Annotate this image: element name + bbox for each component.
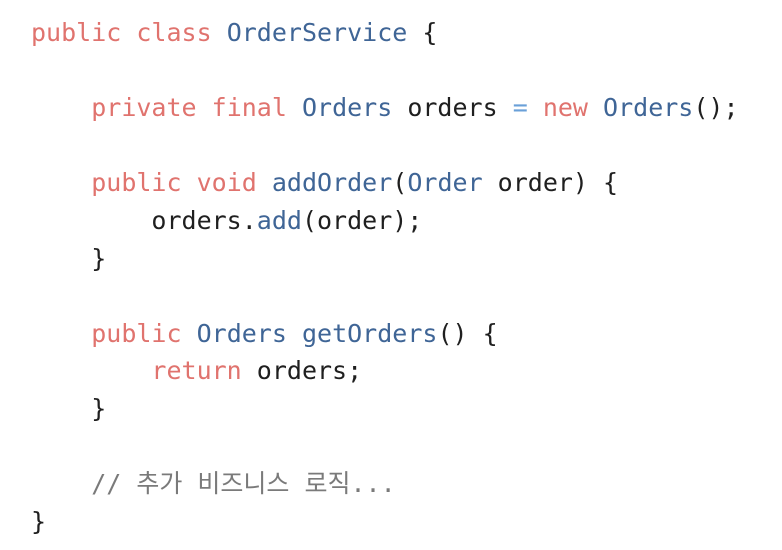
code-identifier: getOrders bbox=[301, 318, 438, 348]
code-keyword: return bbox=[151, 356, 242, 386]
code-identifier: addOrder bbox=[271, 168, 393, 198]
code-line bbox=[31, 127, 776, 165]
code-line: public class OrderService { bbox=[31, 14, 776, 52]
code-line bbox=[31, 277, 776, 315]
code-keyword: public bbox=[31, 18, 122, 47]
code-keyword: public bbox=[91, 168, 182, 198]
code-type: OrderService bbox=[226, 18, 408, 47]
code-text bbox=[257, 168, 272, 197]
code-type: Orders bbox=[301, 93, 393, 123]
code-text bbox=[212, 18, 227, 47]
code-keyword: new bbox=[542, 93, 588, 123]
code-text: orders; bbox=[241, 356, 363, 386]
code-operator: = bbox=[512, 93, 528, 123]
code-line bbox=[31, 52, 776, 90]
code-text bbox=[31, 356, 151, 385]
code-text: } bbox=[31, 393, 107, 423]
code-text bbox=[31, 469, 91, 498]
code-text: order) { bbox=[482, 168, 619, 198]
code-keyword: class bbox=[136, 18, 212, 47]
code-text: orders. bbox=[31, 205, 257, 235]
code-line: orders.add(order); bbox=[31, 202, 776, 240]
code-text bbox=[287, 319, 302, 348]
code-keyword: void bbox=[196, 168, 257, 198]
code-text bbox=[182, 168, 197, 197]
code-text bbox=[31, 93, 91, 122]
code-line: } bbox=[31, 503, 776, 541]
code-line bbox=[31, 428, 776, 466]
code-text: } bbox=[31, 506, 47, 536]
code-type: Orders bbox=[603, 93, 694, 123]
code-text bbox=[287, 93, 302, 122]
code-text bbox=[31, 319, 91, 348]
code-text: { bbox=[407, 18, 438, 47]
code-text: (); bbox=[693, 93, 739, 123]
code-text bbox=[528, 93, 543, 122]
code-line: public void addOrder(Order order) { bbox=[31, 164, 776, 202]
code-comment: // 추가 비즈니스 로직... bbox=[91, 469, 396, 499]
code-text bbox=[121, 18, 136, 47]
code-text: (order); bbox=[301, 205, 423, 235]
code-text: ( bbox=[392, 168, 408, 198]
code-identifier: add bbox=[256, 205, 302, 235]
code-line: return orders; bbox=[31, 352, 776, 390]
code-line: } bbox=[31, 240, 776, 278]
code-line: public Orders getOrders() { bbox=[31, 315, 776, 353]
code-type: Orders bbox=[196, 318, 287, 348]
code-text bbox=[182, 319, 197, 348]
code-keyword: private bbox=[91, 93, 197, 123]
code-line: private final Orders orders = new Orders… bbox=[31, 89, 776, 127]
code-line: } bbox=[31, 390, 776, 428]
code-block: public class OrderService { private fina… bbox=[31, 14, 776, 540]
code-text bbox=[31, 168, 91, 197]
code-text: } bbox=[31, 243, 107, 273]
code-text bbox=[588, 93, 603, 122]
code-keyword: public bbox=[91, 318, 182, 348]
code-text bbox=[197, 93, 212, 122]
code-type: Order bbox=[407, 168, 483, 198]
code-keyword: final bbox=[211, 93, 287, 123]
code-text: () { bbox=[437, 318, 498, 348]
code-text: orders bbox=[392, 93, 513, 123]
code-line: // 추가 비즈니스 로직... bbox=[31, 465, 776, 503]
